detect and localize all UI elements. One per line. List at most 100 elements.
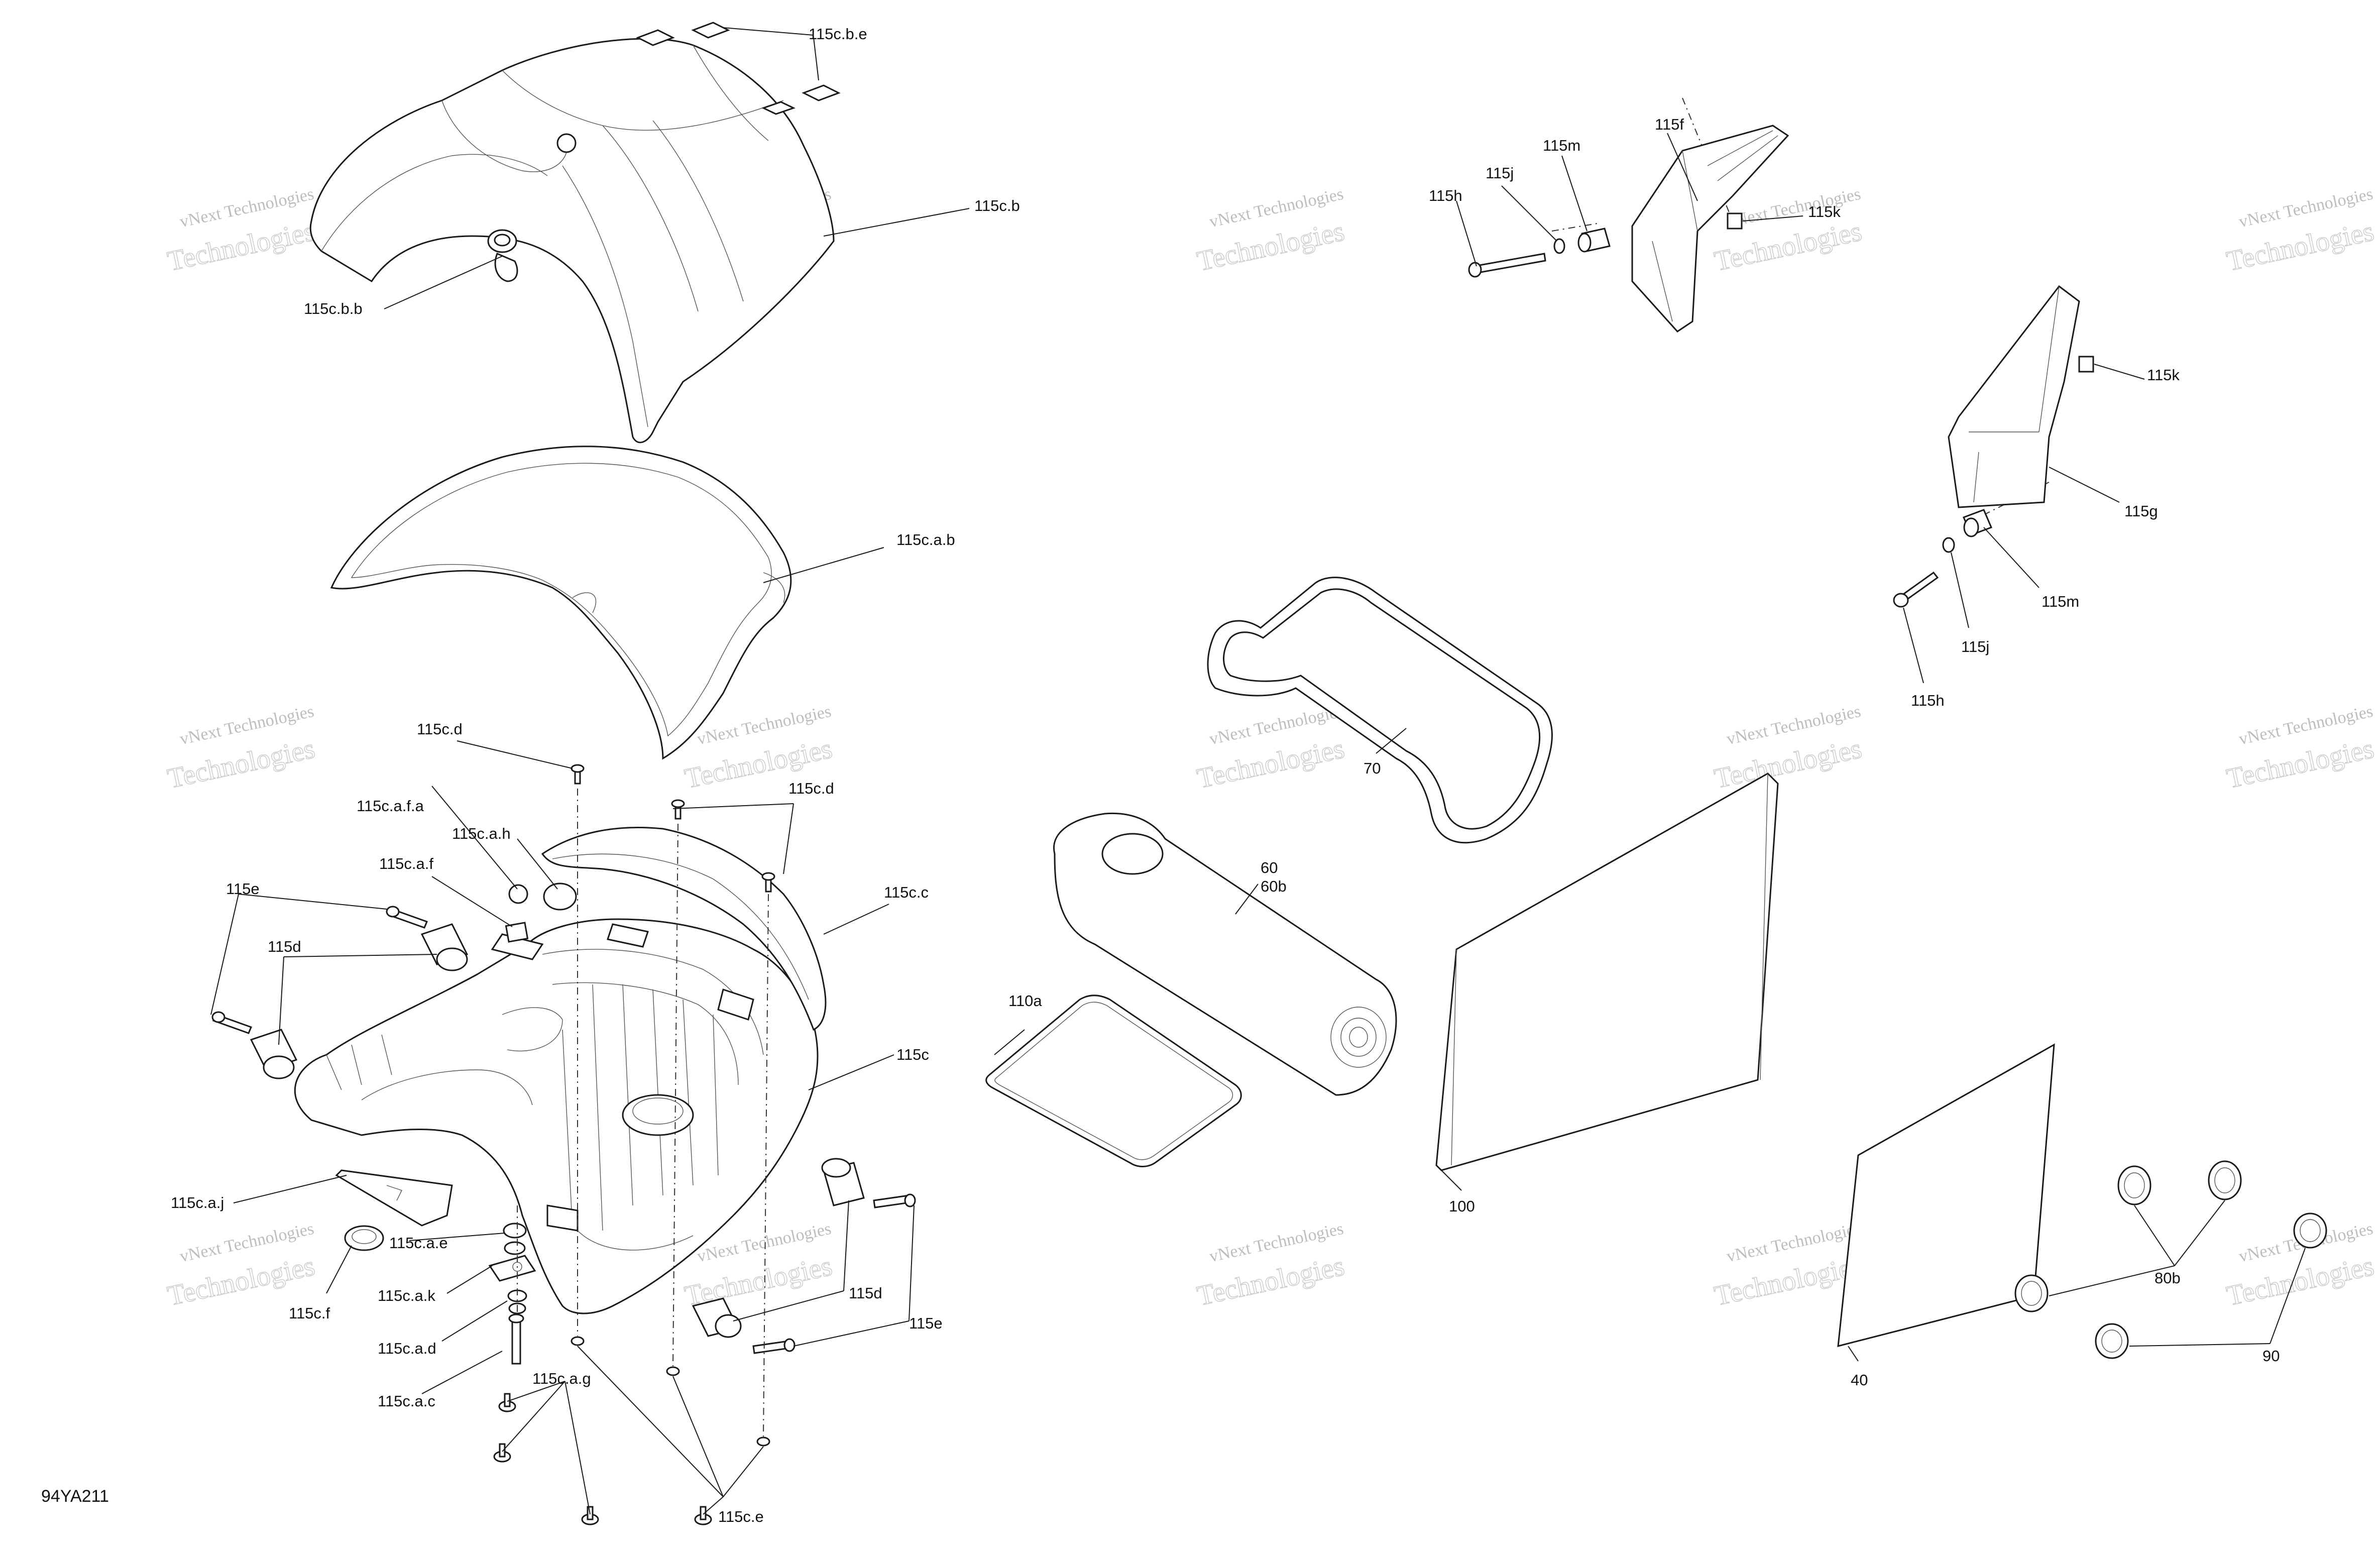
bracket-part — [1948, 285, 2080, 508]
watermark: vNext Technologies Technologies — [164, 702, 318, 795]
watermark: vNext Technologies Technologies — [1194, 702, 1347, 795]
callout-60: 60 — [1261, 859, 1278, 876]
callout-115j-1: 115j — [1486, 164, 1514, 182]
screw-part — [761, 872, 775, 893]
callout-115c-c: 115c.c — [884, 884, 929, 901]
pad-part — [985, 995, 1242, 1167]
nut-part — [508, 884, 528, 904]
bumper-part — [250, 1029, 298, 1079]
plate-part — [335, 1169, 453, 1227]
nut-part — [756, 1437, 770, 1447]
nut-part — [571, 1336, 585, 1346]
knob-part — [2117, 1165, 2151, 1205]
callout-115g: 115g — [2124, 502, 2158, 520]
callout-115c-a-f: 115c.a.f — [379, 855, 433, 872]
nut-plate-part — [505, 922, 529, 943]
screw-part — [671, 799, 685, 820]
callout-115d-2: 115d — [849, 1284, 882, 1302]
callout-115h-1: 115h — [1429, 187, 1462, 204]
back-rail-part — [541, 826, 827, 1031]
callout-115m-1: 115m — [1543, 137, 1580, 154]
spacer-part — [1963, 509, 1992, 537]
screw-part — [493, 1443, 511, 1463]
callout-115d-1: 115d — [268, 938, 301, 955]
watermark: vNext Technologies Technologies — [164, 1220, 318, 1312]
callout-70: 70 — [1364, 759, 1381, 777]
bolt-part — [386, 906, 428, 929]
bolt-part — [1468, 253, 1546, 278]
diagram-code: 94YA211 — [41, 1487, 109, 1506]
bolt-part — [752, 1338, 796, 1354]
bolt-part — [211, 1011, 252, 1034]
watermark: vNext Technologies Technologies — [1194, 1220, 1347, 1312]
callout-110a: 110a — [1008, 992, 1042, 1010]
callout-115c: 115c — [896, 1046, 929, 1063]
callout-115c-a-b: 115c.a.b — [896, 531, 955, 548]
callout-115c-d-1: 115c.d — [417, 720, 463, 738]
lock-cylinder-part — [487, 229, 518, 282]
foam-roll-part — [1053, 812, 1397, 1096]
washer-part — [1553, 238, 1565, 254]
callout-115c-a-h: 115c.a.h — [452, 825, 511, 842]
cap-part — [2293, 1212, 2327, 1249]
callout-115c-a-d: 115c.a.d — [378, 1340, 436, 1357]
frame-part — [1207, 577, 1553, 844]
bumper-part — [821, 1158, 865, 1206]
watermark: vNext Technologies Technologies — [2223, 185, 2377, 278]
watermark: vNext Technologies Technologies — [1194, 185, 1347, 278]
bracket-part — [491, 923, 754, 1232]
callout-115c-e: 115c.e — [718, 1508, 764, 1525]
callout-115h-2: 115h — [1911, 692, 1945, 709]
bracket-part — [1631, 125, 1789, 333]
callout-115c-d-2: 115c.d — [788, 780, 834, 797]
screw-part — [581, 1506, 599, 1525]
callout-90: 90 — [2262, 1347, 2280, 1365]
seal-gasket-part — [330, 446, 792, 760]
callout-115j-2: 115j — [1961, 638, 1989, 655]
bolt-part — [1893, 571, 1939, 608]
callout-115c-a-k: 115c.a.k — [378, 1287, 435, 1304]
callout-115c-a-e: 115c.a.e — [389, 1234, 448, 1252]
knob-part — [2014, 1274, 2049, 1312]
clip-part — [2078, 356, 2094, 373]
grommet-part — [344, 1225, 384, 1251]
callout-115f: 115f — [1655, 116, 1684, 133]
callout-40: 40 — [1851, 1371, 1868, 1389]
washer-part — [503, 1223, 527, 1239]
watermark: vNext Technologies Technologies — [164, 185, 318, 278]
callout-labels: 115c.b.e 115c.b 115c.b.b 115c.a.b 115c.d… — [171, 25, 2280, 1525]
board-part — [1435, 772, 1779, 1171]
callout-60b: 60b — [1261, 877, 1287, 895]
callout-115c-b-b: 115c.b.b — [304, 300, 363, 317]
link-plate-part — [488, 1255, 536, 1282]
lid-cover-part — [309, 22, 841, 444]
bumper-part — [420, 923, 469, 971]
pin-part — [508, 1313, 524, 1365]
bumper-part — [692, 1297, 742, 1338]
callout-115e-2: 115e — [909, 1314, 943, 1332]
callout-115c-a-g: 115c.a.g — [532, 1370, 591, 1387]
callout-115c-a-j: 115c.a.j — [171, 1194, 224, 1211]
callout-115c-a-c: 115c.a.c — [378, 1392, 435, 1410]
watermark: vNext Technologies Technologies — [2223, 702, 2377, 795]
washer-part — [504, 1241, 526, 1255]
bolt-part — [873, 1193, 916, 1208]
callout-115c-b-e: 115c.b.e — [809, 25, 867, 43]
cap-part — [543, 882, 577, 911]
callout-115e-1: 115e — [226, 880, 260, 898]
screw-part — [571, 764, 585, 785]
callout-115c-b: 115c.b — [974, 197, 1020, 214]
clip-part — [1727, 212, 1743, 230]
callout-115k-2: 115k — [2147, 366, 2180, 384]
callout-115k-1: 115k — [1808, 203, 1841, 220]
spacer-part — [1577, 228, 1611, 253]
knob-part — [2208, 1160, 2242, 1200]
leader-lines — [210, 27, 2306, 1515]
callout-80b: 80b — [2155, 1269, 2181, 1287]
cap-part — [2095, 1323, 2129, 1359]
watermark: vNext Technologies Technologies — [1711, 702, 1865, 795]
washer-part — [1942, 537, 1955, 553]
callout-115c-a-f-a: 115c.a.f.a — [357, 797, 424, 815]
